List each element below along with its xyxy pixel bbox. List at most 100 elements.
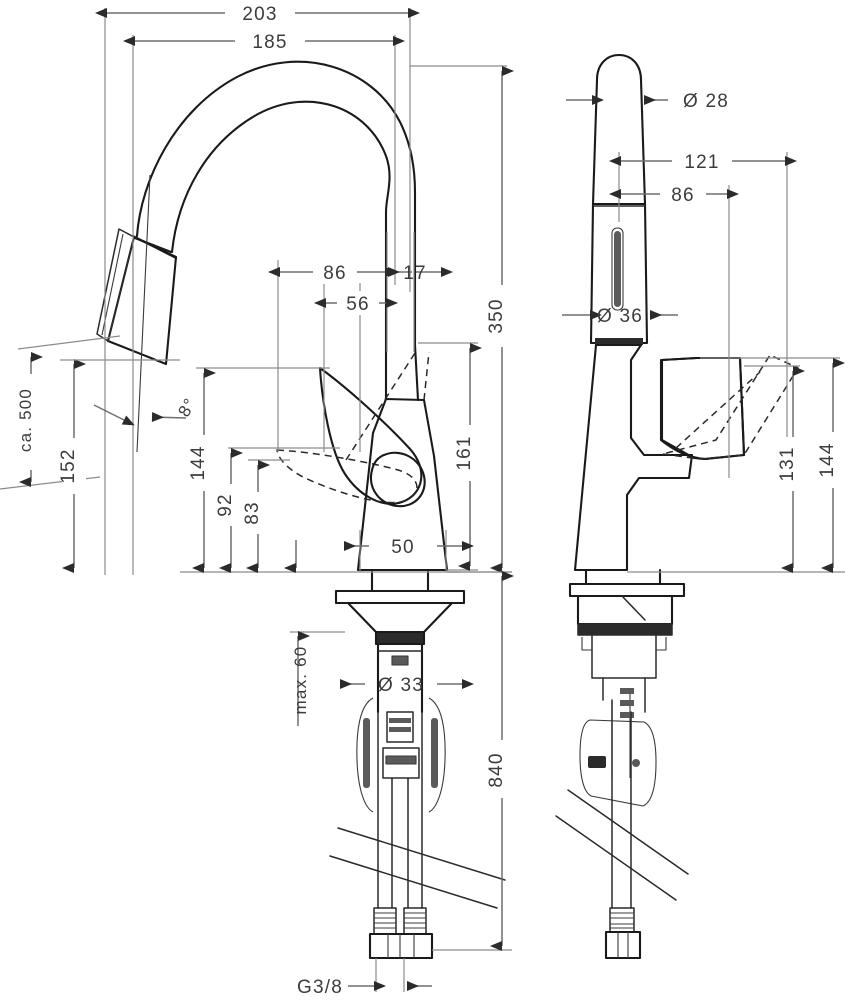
dim-86-side-label: 86 — [671, 185, 695, 206]
mount-plate-slot-right — [431, 718, 438, 788]
base-neck — [370, 568, 430, 593]
dim-144-front: 144 — [188, 368, 216, 573]
spray-mode-slot — [611, 227, 624, 311]
break-line-lower — [329, 855, 498, 909]
mount-plate-right — [428, 697, 446, 813]
side-break-line-lower — [555, 815, 677, 901]
shank-clip-outline — [391, 655, 409, 666]
side-mount-plate — [579, 719, 657, 807]
dim-dia-36-label: Ø 36 — [597, 306, 643, 327]
dimension-annotations-front: 203 185 86 17 — [0, 1, 514, 998]
dim-161: 161 — [454, 343, 482, 571]
dimension-annotations-side: Ø 28 Ø 36 121 86 — [562, 91, 845, 573]
dim-121: 121 — [609, 149, 797, 173]
dim-161-label: 161 — [454, 435, 475, 470]
base-gasket — [376, 632, 424, 644]
faucet-column-right — [413, 343, 420, 402]
dim-144-side-label: 144 — [817, 442, 838, 477]
mount-bracket-body — [386, 711, 414, 743]
dim-86-side: 86 — [609, 182, 739, 206]
dim-185: 185 — [123, 29, 405, 53]
spray-mode-slot-fill — [614, 231, 621, 307]
dim-131: 131 — [777, 366, 805, 573]
dim-203: 203 — [95, 1, 420, 25]
spout-inner-profile — [170, 100, 391, 348]
side-spray-collar — [595, 338, 643, 345]
side-handle-ghost-edge — [675, 371, 761, 449]
mount-nut — [382, 747, 420, 779]
dim-92-label: 92 — [215, 493, 236, 517]
dim-dia-33-label: Ø 33 — [378, 675, 424, 696]
base-gasket-outline — [374, 630, 426, 646]
dim-83: 83 — [242, 460, 270, 573]
dim-g38-label: G3/8 — [297, 977, 343, 998]
handle-construction-dashed — [345, 352, 416, 461]
dim-ca-500: ca. 500 — [16, 352, 44, 487]
connector-nut-block — [368, 932, 434, 960]
side-hose-fitting — [609, 907, 635, 933]
dim-dia-36: Ø 36 — [562, 306, 678, 327]
hose-fitting-left — [373, 907, 397, 935]
dim-50-label: 50 — [391, 537, 415, 558]
dim-131-label: 131 — [777, 446, 798, 481]
mount-bracket-band-a — [389, 718, 411, 723]
dim-swivel-angle: 8° — [93, 394, 200, 426]
dim-840-label: 840 — [486, 752, 507, 787]
side-escutcheon-top — [568, 582, 686, 598]
dim-56-label: 56 — [346, 294, 370, 315]
dim-17-label: 17 — [403, 263, 427, 284]
dim-185-label: 185 — [252, 32, 287, 53]
side-break-line-upper — [567, 789, 689, 875]
body-edge-dashed — [423, 351, 430, 401]
mount-nut-band — [386, 756, 416, 764]
side-mount-screw — [632, 759, 640, 767]
dim-86-front-label: 86 — [323, 263, 347, 284]
break-line-upper — [337, 827, 506, 881]
escutcheon-top — [334, 589, 466, 605]
side-elevation-view — [555, 53, 799, 960]
side-mount-band-c — [620, 712, 634, 718]
dim-144-side: 144 — [817, 358, 845, 573]
side-shank-clip-right — [656, 637, 667, 651]
mount-plate-left — [356, 697, 374, 813]
hose-fitting-right — [403, 907, 427, 935]
mount-nut-band-outline — [385, 755, 417, 765]
mount-plate-slot-left — [363, 718, 370, 788]
side-base-gasket-outline — [577, 623, 673, 636]
side-mount-band-b — [620, 700, 634, 706]
side-connector-nut-divider — [617, 932, 629, 958]
dim-ca-500-label: ca. 500 — [16, 388, 35, 452]
side-mount-band — [620, 688, 634, 694]
dim-840: 840 — [486, 571, 514, 951]
side-spray-body — [589, 202, 649, 345]
handle-hub — [369, 451, 426, 508]
dim-83-label: 83 — [242, 501, 263, 525]
dim-350-label: 350 — [486, 298, 507, 333]
connector-nut-divider — [387, 934, 415, 958]
side-handle-lever-ghost — [662, 354, 799, 460]
dim-121-label: 121 — [684, 152, 719, 173]
side-mount-body — [602, 677, 646, 713]
handle-lever-down-ghost — [276, 449, 418, 504]
dim-86-front: 86 — [268, 260, 397, 284]
side-shank — [591, 634, 657, 679]
dim-17: 17 — [388, 263, 453, 284]
dim-swivel-angle-label: 8° — [174, 394, 200, 420]
shank-clip — [392, 656, 408, 665]
dim-92: 92 — [215, 448, 243, 573]
dim-152: 152 — [58, 359, 86, 573]
spray-head-facet — [96, 228, 135, 342]
side-connector-nut — [604, 930, 642, 960]
front-elevation-view — [96, 60, 506, 960]
dim-g38: G3/8 — [297, 977, 432, 998]
dim-max-60: max. 60 — [291, 631, 310, 726]
side-base-gasket — [578, 624, 672, 635]
dim-152-label: 152 — [58, 448, 79, 483]
dim-dia-33: Ø 33 — [340, 675, 474, 696]
dim-350: 350 — [486, 66, 514, 573]
dim-dia-28-label: Ø 28 — [683, 91, 729, 112]
side-shank-clip-left — [581, 637, 592, 651]
dim-max-60-label: max. 60 — [291, 646, 310, 715]
